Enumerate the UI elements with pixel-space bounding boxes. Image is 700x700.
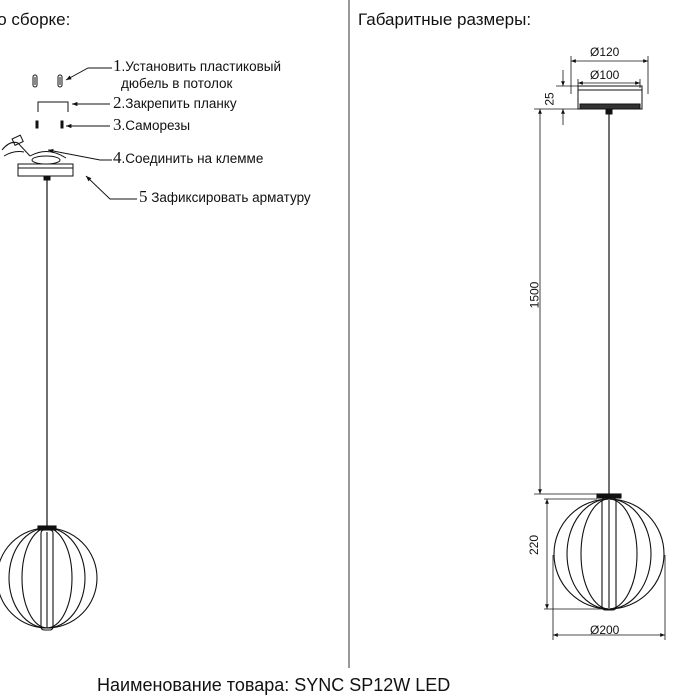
step-1-label: 1.Установить пластиковый дюбель в потоло… <box>113 57 281 92</box>
dimensions-header: Габаритные размеры: <box>358 10 532 29</box>
dimension-lines <box>534 56 666 640</box>
step-3-label: 3.Саморезы <box>113 116 190 134</box>
step-4-number: 4 <box>113 148 122 167</box>
assembly-header: по сборке: <box>0 10 71 29</box>
canopy-icon <box>17 163 74 181</box>
globe-outline <box>553 493 665 611</box>
step-2-label: 2.Закрепить планку <box>113 94 237 112</box>
step-3-text: .Саморезы <box>121 118 191 133</box>
canopy-outline <box>577 85 643 115</box>
screw-icon <box>35 120 64 129</box>
step-1-number: 1 <box>113 56 122 75</box>
mounting-bracket-icon <box>37 101 69 112</box>
globe-lamp-icon <box>0 525 98 631</box>
step-1-text-line2: дюбель в потолок <box>121 76 233 91</box>
step-2-text: .Закрепить планку <box>121 96 237 111</box>
step-4-label: 4.Соединить на клемме <box>113 149 263 167</box>
dowel-icon <box>32 74 63 88</box>
terminal-block-icon <box>1 134 67 165</box>
step-1-text: .Установить пластиковый <box>121 59 282 74</box>
product-name: Наименование товара: SYNC SP12W LED <box>97 675 451 695</box>
step-4-text: .Соединить на клемме <box>121 151 264 166</box>
step-3-number: 3 <box>113 115 122 134</box>
step-5-label: 5 Зафиксировать арматуру <box>139 188 311 206</box>
dim-canopy-outer: Ø120 <box>590 45 620 59</box>
step-2-number: 2 <box>113 93 122 112</box>
dimensions-drawing <box>534 56 666 640</box>
dim-canopy-inner: Ø100 <box>590 68 620 82</box>
leader-lines <box>47 67 137 200</box>
assembly-drawing <box>0 67 137 631</box>
step-5-number: 5 <box>139 187 148 206</box>
step-5-text: Зафиксировать арматуру <box>147 190 311 205</box>
